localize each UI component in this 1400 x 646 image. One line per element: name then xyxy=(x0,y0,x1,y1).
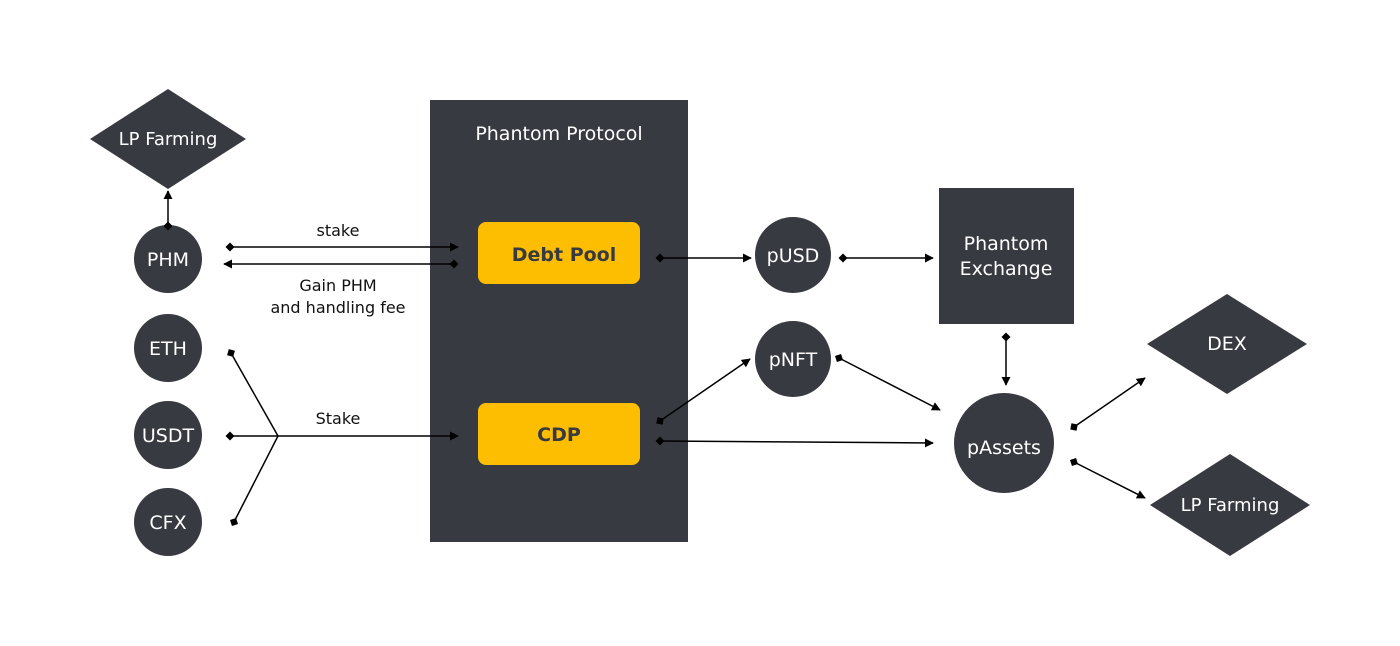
pnft-label: pNFT xyxy=(769,349,818,371)
usdt-node[interactable]: USDT xyxy=(134,401,202,469)
cdp-label: CDP xyxy=(537,424,581,446)
debt-pool-node[interactable]: Debt Pool xyxy=(478,222,640,284)
gain-phm-label-line1: Gain PHM xyxy=(299,276,376,295)
usdt-label: USDT xyxy=(142,425,195,447)
cdp-node[interactable]: CDP xyxy=(478,403,640,465)
phm-node[interactable]: PHM xyxy=(134,225,202,293)
cfx-label: CFX xyxy=(149,512,186,534)
edge-cfx-branch xyxy=(229,435,279,527)
passets-label: pAssets xyxy=(967,437,1041,459)
edge-cdp-to-pnft xyxy=(656,358,751,425)
passets-node[interactable]: pAssets xyxy=(954,393,1054,493)
phantom-protocol-box xyxy=(430,100,688,542)
edge-passets-to-lp-farming xyxy=(1069,457,1146,499)
eth-node[interactable]: ETH xyxy=(134,314,202,382)
phantom-exchange-label-line1: Phantom xyxy=(964,233,1049,255)
stake-phm-label: stake xyxy=(317,221,360,240)
phm-label: PHM xyxy=(147,249,189,271)
edge-pnft-to-passets xyxy=(834,353,941,411)
phantom-exchange-label-line2: Exchange xyxy=(960,258,1053,280)
edge-cdp-to-passets xyxy=(655,436,934,448)
phantom-exchange-node[interactable]: Phantom Exchange xyxy=(939,188,1074,324)
pusd-label: pUSD xyxy=(767,245,820,267)
lp-farming-right-label: LP Farming xyxy=(1181,495,1280,516)
edge-passets-to-dex xyxy=(1070,377,1146,431)
cfx-node[interactable]: CFX xyxy=(134,488,202,556)
lp-farming-right-node[interactable]: LP Farming xyxy=(1150,454,1310,556)
edge-eth-branch xyxy=(227,349,279,437)
dex-label: DEX xyxy=(1207,333,1247,355)
pusd-node[interactable]: pUSD xyxy=(755,217,831,293)
lp-farming-top-label: LP Farming xyxy=(119,129,218,150)
lp-farming-top-node[interactable]: LP Farming xyxy=(90,89,246,189)
eth-label: ETH xyxy=(149,338,187,360)
pnft-node[interactable]: pNFT xyxy=(755,321,831,397)
dex-node[interactable]: DEX xyxy=(1147,294,1307,394)
debt-pool-label: Debt Pool xyxy=(512,244,617,266)
gain-phm-label-line2: and handling fee xyxy=(270,298,405,317)
stake-collateral-label: Stake xyxy=(316,409,361,428)
phantom-protocol-title: Phantom Protocol xyxy=(475,123,642,145)
